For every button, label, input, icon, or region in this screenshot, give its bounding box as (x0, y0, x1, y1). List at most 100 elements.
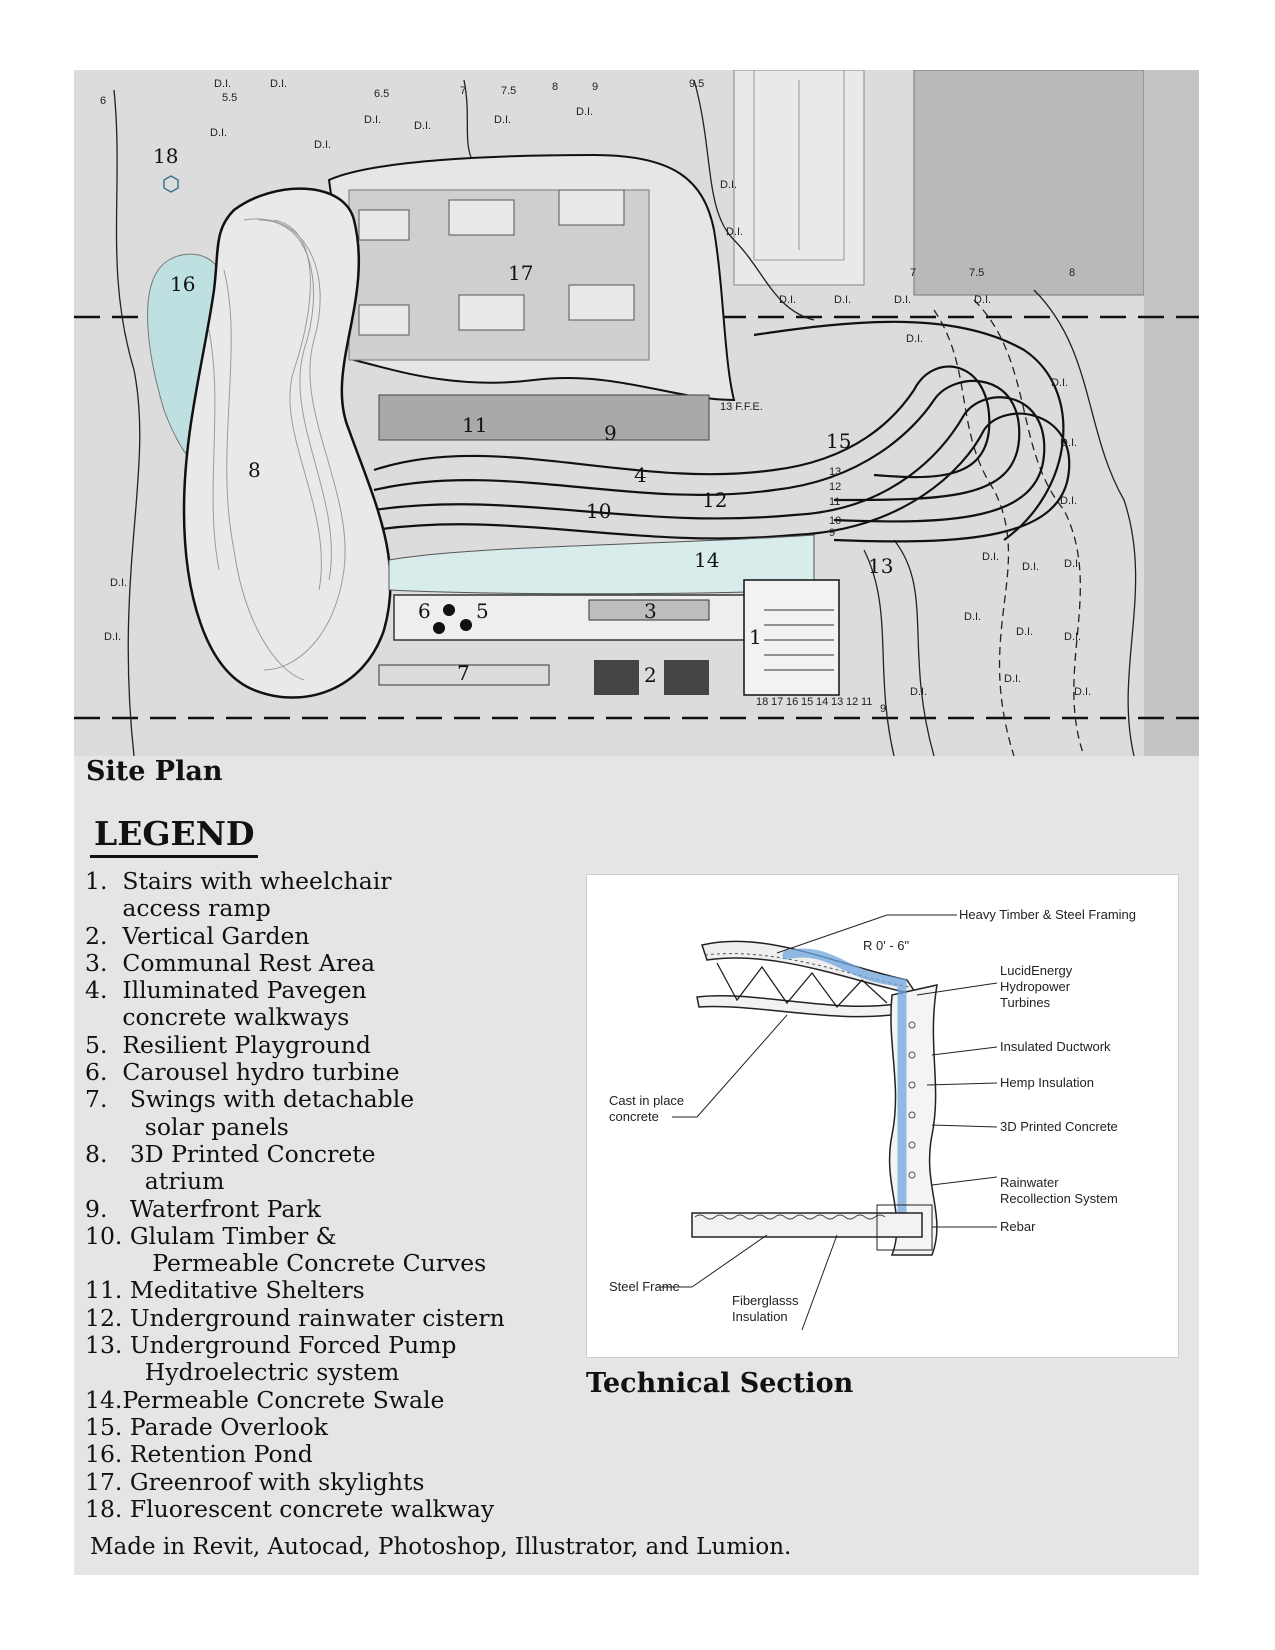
legend-underline (90, 855, 258, 858)
drain-inlet-label: D.I. (1064, 558, 1081, 570)
steel-frame-slab (691, 1212, 923, 1238)
stairs-ramp (743, 579, 840, 696)
drain-inlet-label: D.I. (210, 127, 227, 139)
walkway-marker (163, 175, 179, 193)
legend-item: 10. Glulam Timber & (85, 1221, 337, 1250)
drain-inlet-label: D.I. (364, 114, 381, 126)
legend-item: atrium (85, 1167, 225, 1196)
contour-label: 18 (756, 696, 768, 708)
drain-inlet-label: D.I. (982, 551, 999, 563)
legend-item: solar panels (85, 1112, 289, 1141)
legend-item: 18. Fluorescent concrete walkway (85, 1494, 495, 1523)
legend-item: Permeable Concrete Curves (85, 1249, 487, 1278)
drain-inlet-label: D.I. (1016, 626, 1033, 638)
drain-inlet-label: D.I. (726, 226, 743, 238)
hemp-insulation (908, 1021, 916, 1179)
area-number: 4 (634, 463, 647, 487)
rainwater-channel (782, 948, 907, 1220)
area-number: 11 (462, 413, 487, 437)
contour-label: 6 (100, 95, 106, 107)
site-plan-drawing: 1 2 3 4 5 6 7 8 9 10 11 12 13 14 15 16 1… (74, 70, 1199, 756)
existing-building (913, 70, 1145, 296)
label-steel-frame: Steel Frame (609, 1279, 680, 1294)
legend-item: 9. Waterfront Park (85, 1194, 321, 1223)
contour-label: 9 (829, 527, 835, 539)
area-number: 9 (604, 421, 617, 445)
label-lucid: Turbines (1000, 995, 1051, 1010)
legend-item: 8. 3D Printed Concrete (85, 1139, 376, 1168)
contour-label: 11 (861, 696, 872, 708)
drain-inlet-label: D.I. (834, 294, 851, 306)
leader-lines (657, 914, 998, 1331)
drain-inlet-label: D.I. (1064, 631, 1081, 643)
contour-label: 17 (771, 696, 783, 708)
drain-inlet-label: D.I. (906, 333, 923, 345)
drain-inlet-labels: D.I. D.I. D.I. D.I. D.I. D.I. D.I. D.I. … (104, 78, 1091, 698)
contour-labels: 6 5.5 6.5 7 7.5 8 9 9.5 7 7.5 8 13 12 11… (100, 78, 1075, 715)
legend-item: 11. Meditative Shelters (85, 1276, 365, 1305)
contour-label: 16 (786, 696, 798, 708)
label-rainwater: Recollection System (1000, 1191, 1118, 1206)
legend-item: concrete walkways (85, 1003, 350, 1032)
drain-inlet-label: D.I. (576, 106, 593, 118)
label-fiberglass: Insulation (732, 1309, 788, 1324)
area-number: 16 (170, 272, 195, 296)
drain-inlet-label: D.I. (110, 577, 127, 589)
contour-label: 12 (846, 696, 858, 708)
area-numbers: 1 2 3 4 5 6 7 8 9 10 11 12 13 14 15 16 1… (153, 144, 893, 687)
label-rainwater: Rainwater (1000, 1175, 1059, 1190)
contour-label: 7.5 (501, 85, 516, 97)
contour-label: 6.5 (374, 88, 389, 100)
legend-item: 2. Vertical Garden (85, 921, 310, 950)
contour-label: 5.5 (222, 92, 237, 104)
label-fiberglass: Fiberglasss (732, 1293, 799, 1308)
drain-inlet-label: D.I. (494, 114, 511, 126)
drain-inlet-label: D.I. (1060, 437, 1077, 449)
drain-inlet-label: D.I. (964, 611, 981, 623)
contour-label: 7 (460, 85, 466, 97)
area-number: 17 (508, 261, 533, 285)
drain-inlet-label: D.I. (314, 139, 331, 151)
drain-inlet-label: D.I. (1060, 495, 1077, 507)
label-lucid: Hydropower (1000, 979, 1071, 994)
area-number: 15 (826, 429, 851, 453)
legend-item: 16. Retention Pond (85, 1440, 313, 1469)
drain-inlet-label: D.I. (1004, 673, 1021, 685)
label-printed-concrete: 3D Printed Concrete (1000, 1119, 1118, 1134)
legend-item: 6. Carousel hydro turbine (85, 1058, 400, 1087)
legend-item: 7. Swings with detachable (85, 1085, 415, 1114)
skylights (358, 189, 635, 336)
label-cast-concrete: Cast in place (609, 1093, 684, 1108)
software-credit: Made in Revit, Autocad, Photoshop, Illus… (90, 1534, 792, 1560)
atrium-hatching (208, 218, 346, 681)
site-plan: 1 2 3 4 5 6 7 8 9 10 11 12 13 14 15 16 1… (74, 70, 1199, 756)
drain-inlet-label: D.I. (720, 179, 737, 191)
legend-item: Hydroelectric system (85, 1358, 400, 1387)
contour-label: 13 (829, 466, 841, 478)
cast-concrete (696, 994, 906, 1018)
meditative-shelters (378, 394, 710, 441)
area-number: 1 (749, 625, 762, 649)
legend-item: access ramp (85, 894, 271, 923)
area-number: 3 (644, 599, 657, 623)
legend-list: 1. Stairs with wheelchair access ramp 2.… (85, 867, 605, 1523)
contour-label: 9 (592, 81, 598, 93)
contour-label: 9.5 (689, 78, 704, 90)
label-hemp: Hemp Insulation (1000, 1075, 1094, 1090)
waterfront-park-paths (373, 320, 1071, 543)
area-number: 2 (644, 663, 657, 687)
legend-item: 12. Underground rainwater cistern (85, 1303, 505, 1332)
steel-truss (716, 962, 888, 1009)
area-number: 13 (868, 554, 893, 578)
legend-item: 17. Greenroof with skylights (85, 1467, 425, 1496)
technical-section-title: Technical Section (586, 1368, 854, 1399)
drain-inlet-label: D.I. (1051, 377, 1068, 389)
legend-item: 3. Communal Rest Area (85, 948, 376, 977)
vertical-garden (664, 660, 709, 695)
legend-item: 1. Stairs with wheelchair (85, 867, 392, 895)
area-number: 6 (418, 599, 431, 623)
legend-item: 4. Illuminated Pavegen (85, 976, 367, 1005)
area-number: 5 (476, 599, 489, 623)
printed-concrete-atrium (182, 187, 392, 699)
legend-item: 15. Parade Overlook (85, 1412, 329, 1441)
